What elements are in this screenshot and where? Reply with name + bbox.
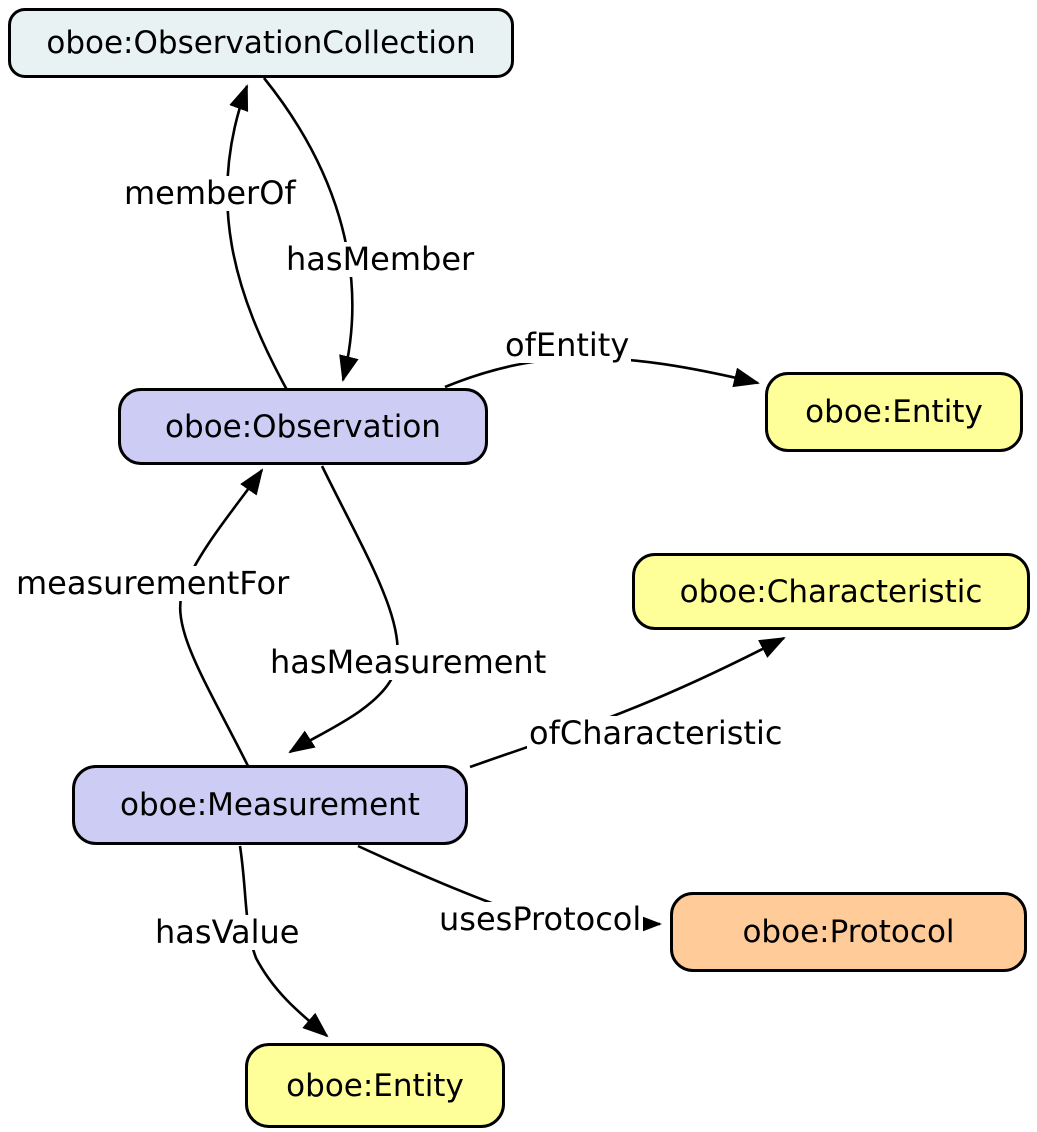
node-observation-label: oboe:Observation: [165, 408, 441, 445]
node-measurement-label: oboe:Measurement: [120, 787, 420, 823]
node-observation: oboe:Observation: [118, 388, 488, 465]
edge-label-of-entity: ofEntity: [503, 326, 632, 364]
node-observation-collection-label: oboe:ObservationCollection: [46, 25, 476, 61]
node-entity-bottom: oboe:Entity: [245, 1043, 505, 1128]
edge-of-characteristic-line: [469, 636, 786, 769]
edge-label-has-measurement: hasMeasurement: [268, 643, 549, 681]
node-entity-right: oboe:Entity: [765, 372, 1023, 452]
edge-has-member-line: [262, 77, 359, 382]
edge-label-has-value: hasValue: [153, 913, 302, 951]
edge-has-measurement-line: [288, 465, 399, 754]
edge-label-uses-protocol: usesProtocol: [437, 900, 644, 938]
edge-has-value-line: [238, 845, 329, 1038]
edge-label-measurement-for: measurementFor: [14, 564, 292, 602]
edge-label-member-of: memberOf: [122, 174, 298, 212]
node-protocol: oboe:Protocol: [670, 892, 1027, 972]
edge-label-of-characteristic: ofCharacteristic: [527, 714, 785, 752]
edge-uses-protocol-line: [357, 844, 495, 906]
node-entity-bottom-label: oboe:Entity: [286, 1067, 464, 1104]
node-protocol-label: oboe:Protocol: [742, 914, 955, 950]
edge-measurement-for-line: [179, 468, 264, 767]
edge-label-has-member: hasMember: [284, 240, 477, 278]
node-characteristic-label: oboe:Characteristic: [679, 573, 983, 610]
edge-member-of-line: [225, 84, 289, 391]
node-characteristic: oboe:Characteristic: [632, 553, 1030, 630]
node-measurement: oboe:Measurement: [72, 765, 468, 845]
node-observation-collection: oboe:ObservationCollection: [8, 8, 514, 78]
node-entity-right-label: oboe:Entity: [805, 394, 983, 430]
